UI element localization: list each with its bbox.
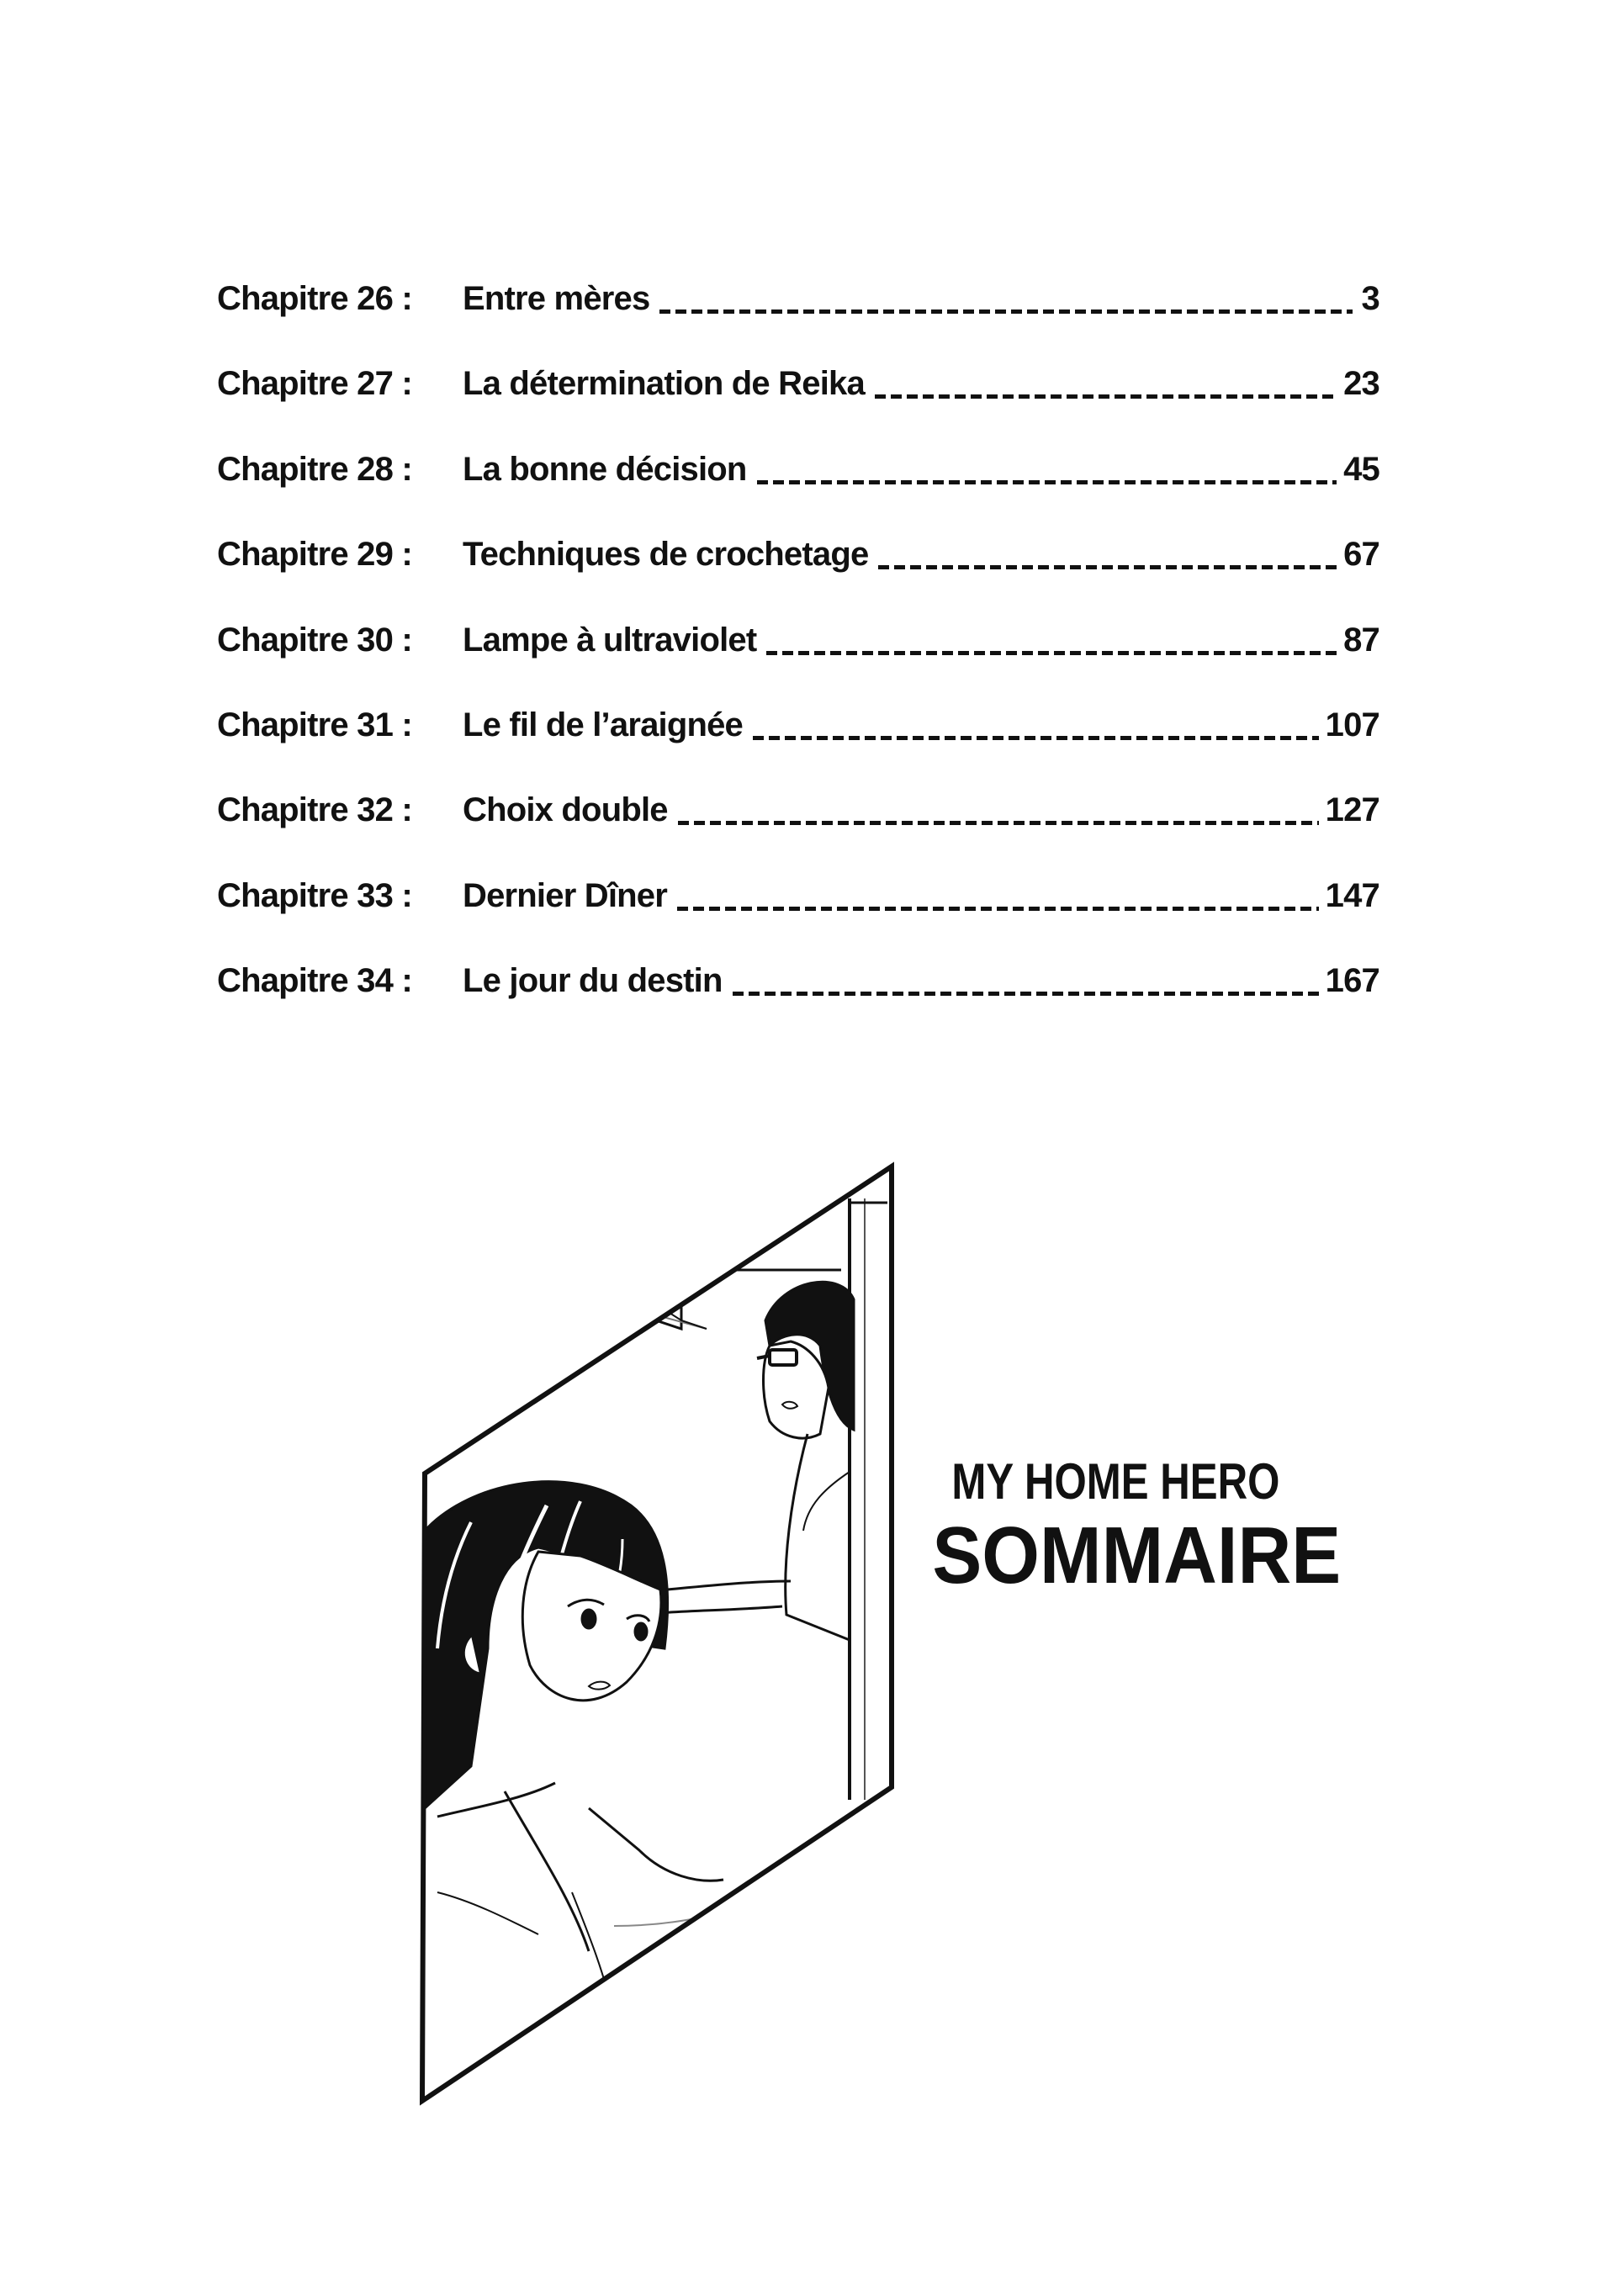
dotted-leader bbox=[753, 704, 1319, 746]
page-title: SOMMAIRE bbox=[932, 1510, 1342, 1600]
toc-chapter-title: Entre mères bbox=[463, 280, 650, 317]
toc-chapter-label: Chapitre 27 : bbox=[217, 365, 413, 403]
toc-chapter-title: Choix double bbox=[463, 791, 669, 829]
dotted-leader bbox=[659, 278, 1353, 320]
toc-chapter-title: Dernier Dîner bbox=[463, 876, 668, 914]
toc-page-number: 67 bbox=[1343, 536, 1380, 574]
toc-chapter-label: Chapitre 30 : bbox=[217, 621, 413, 659]
dotted-leader bbox=[732, 960, 1319, 1002]
toc-page-number: 3 bbox=[1361, 280, 1380, 317]
toc-entry[interactable]: Chapitre 29 : Techniques de crochetage 6… bbox=[217, 533, 1380, 618]
toc-chapter-label: Chapitre 31 : bbox=[217, 706, 413, 743]
dotted-leader bbox=[677, 875, 1319, 917]
toc-entry[interactable]: Chapitre 32 : Choix double 127 bbox=[217, 789, 1380, 874]
toc-page-number: 167 bbox=[1325, 962, 1380, 1000]
toc-page-number: 45 bbox=[1343, 450, 1380, 488]
toc-page-number: 87 bbox=[1343, 621, 1380, 659]
toc-entry[interactable]: Chapitre 33 : Dernier Dîner 147 bbox=[217, 875, 1380, 960]
toc-page-number: 127 bbox=[1325, 791, 1380, 829]
dotted-leader bbox=[878, 533, 1337, 575]
toc-entry[interactable]: Chapitre 30 : Lampe à ultraviolet 87 bbox=[217, 619, 1380, 704]
toc-entry[interactable]: Chapitre 28 : La bonne décision 45 bbox=[217, 448, 1380, 533]
toc-entry[interactable]: Chapitre 34 : Le jour du destin 167 bbox=[217, 960, 1380, 1045]
toc-page-number: 147 bbox=[1325, 876, 1380, 914]
toc-chapter-label: Chapitre 34 : bbox=[217, 962, 413, 1000]
dotted-leader bbox=[874, 362, 1337, 405]
toc-chapter-label: Chapitre 29 : bbox=[217, 536, 413, 574]
toc-chapter-label: Chapitre 32 : bbox=[217, 791, 413, 829]
title-block: MY HOME HERO SOMMAIRE bbox=[917, 1453, 1342, 1600]
toc-chapter-label: Chapitre 33 : bbox=[217, 876, 413, 914]
dotted-leader bbox=[756, 448, 1337, 490]
series-title: MY HOME HERO bbox=[951, 1453, 1280, 1510]
toc-chapter-title: La détermination de Reika bbox=[463, 365, 866, 403]
manga-illustration-panel bbox=[404, 1152, 908, 2119]
toc-entry[interactable]: Chapitre 27 : La détermination de Reika … bbox=[217, 362, 1380, 447]
toc-entry[interactable]: Chapitre 26 : Entre mères 3 bbox=[217, 278, 1380, 362]
toc-chapter-label: Chapitre 26 : bbox=[217, 280, 413, 317]
dotted-leader bbox=[677, 789, 1319, 831]
dotted-leader bbox=[766, 619, 1337, 661]
toc-chapter-title: La bonne décision bbox=[463, 450, 747, 488]
toc-chapter-title: Le fil de l’araignée bbox=[463, 706, 744, 743]
toc-chapter-title: Lampe à ultraviolet bbox=[463, 621, 757, 659]
toc-chapter-title: Techniques de crochetage bbox=[463, 536, 869, 574]
toc-chapter-label: Chapitre 28 : bbox=[217, 450, 413, 488]
toc-entry[interactable]: Chapitre 31 : Le fil de l’araignée 107 bbox=[217, 704, 1380, 789]
toc-page-number: 107 bbox=[1325, 706, 1380, 743]
illustration-image bbox=[419, 1161, 894, 2106]
toc-chapter-title: Le jour du destin bbox=[463, 962, 723, 1000]
toc-page-number: 23 bbox=[1343, 365, 1380, 403]
table-of-contents: Chapitre 26 : Entre mères 3 Chapitre 27 … bbox=[217, 278, 1380, 1045]
